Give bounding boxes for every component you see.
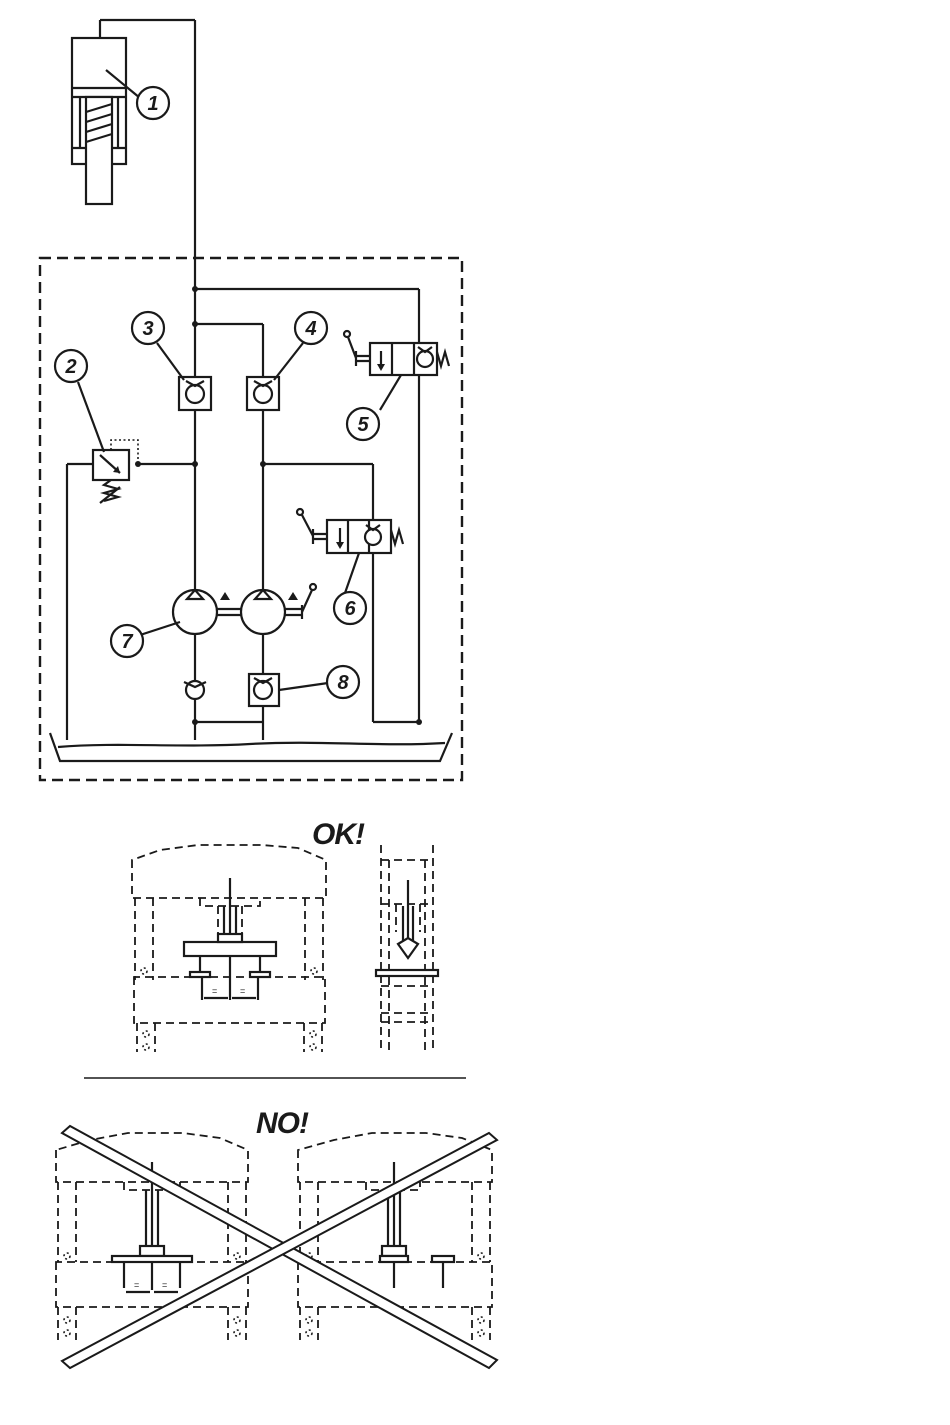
hydraulic-cylinder — [72, 20, 195, 204]
relief-valve — [93, 440, 138, 503]
no-press-left-view: = = — [56, 1133, 248, 1340]
callout-1-label: 1 — [147, 93, 158, 115]
ok-equal-right: = — [240, 986, 245, 996]
ok-press-front-view: = = — [132, 845, 326, 1052]
directional-valve-6 — [297, 509, 403, 593]
distribution-lines — [67, 286, 422, 740]
double-pump — [140, 584, 316, 635]
no-equal-right: = — [162, 1280, 167, 1290]
callout-8-label: 8 — [337, 672, 349, 694]
callout-4-label: 4 — [304, 318, 316, 340]
no-label: NO! — [256, 1107, 309, 1140]
callout-6-label: 6 — [344, 598, 356, 620]
callout-2-label: 2 — [64, 356, 76, 378]
callout-5: 5 — [347, 408, 379, 440]
callout-3: 3 — [132, 312, 184, 380]
check-valve-8 — [249, 674, 328, 706]
callout-6: 6 — [334, 592, 366, 624]
callout-8: 8 — [327, 666, 359, 698]
reservoir-tank — [50, 733, 452, 761]
directional-valve-5 — [344, 331, 449, 410]
callout-5-label: 5 — [357, 414, 369, 436]
no-equal-left: = — [134, 1280, 139, 1290]
ok-equal-left: = — [212, 986, 217, 996]
cross-out-mark — [62, 1126, 497, 1368]
suction-check-valve — [184, 681, 206, 699]
callout-3-label: 3 — [142, 318, 153, 340]
check-valve-4 — [247, 377, 279, 410]
callout-1: 1 — [137, 87, 169, 119]
ok-label: OK! — [312, 818, 365, 851]
callout-4: 4 — [274, 312, 327, 380]
callout-7: 7 — [111, 625, 143, 657]
callout-2: 2 — [55, 350, 104, 452]
ok-press-side-view — [376, 845, 438, 1052]
callout-7-label: 7 — [121, 631, 133, 653]
check-valve-3 — [179, 377, 211, 410]
